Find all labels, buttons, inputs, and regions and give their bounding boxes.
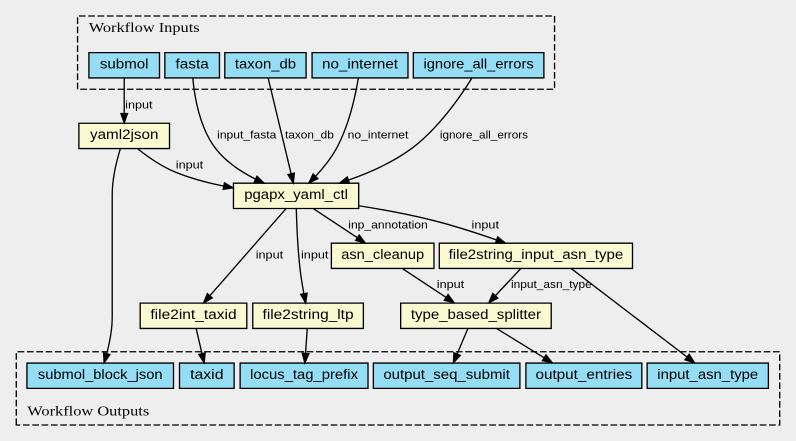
svg-text:inp_annotation: inp_annotation (348, 219, 427, 231)
svg-text:Workflow Inputs: Workflow Inputs (89, 21, 200, 36)
svg-text:yaml2json: yaml2json (90, 126, 158, 142)
svg-text:locus_tag_prefix: locus_tag_prefix (250, 366, 358, 382)
svg-text:input: input (437, 279, 465, 291)
svg-text:asn_cleanup: asn_cleanup (341, 246, 424, 262)
svg-text:output_entries: output_entries (535, 366, 632, 382)
svg-text:pgapx_yaml_ctl: pgapx_yaml_ctl (244, 186, 348, 202)
svg-text:file2int_taxid: file2int_taxid (150, 306, 236, 322)
svg-text:ignore_all_errors: ignore_all_errors (440, 129, 529, 141)
svg-text:input_asn_type: input_asn_type (657, 366, 758, 382)
svg-text:taxon_db: taxon_db (285, 129, 334, 141)
svg-text:Workflow Outputs: Workflow Outputs (27, 405, 149, 420)
svg-text:no_internet: no_internet (348, 129, 410, 141)
svg-text:taxid: taxid (190, 366, 223, 382)
svg-text:input: input (256, 249, 284, 261)
svg-text:ignore_all_errors: ignore_all_errors (423, 56, 533, 72)
svg-text:input: input (472, 219, 500, 231)
svg-text:input_fasta: input_fasta (217, 129, 277, 141)
svg-text:file2string_input_asn_type: file2string_input_asn_type (449, 246, 624, 262)
svg-text:input_asn_type: input_asn_type (511, 279, 592, 291)
svg-text:submol: submol (100, 56, 149, 72)
svg-text:file2string_ltp: file2string_ltp (263, 306, 354, 322)
svg-text:input: input (301, 249, 329, 261)
svg-text:input: input (125, 99, 153, 111)
svg-text:output_seq_submit: output_seq_submit (383, 366, 510, 382)
svg-text:type_based_splitter: type_based_splitter (411, 306, 542, 322)
svg-text:submol_block_json: submol_block_json (38, 366, 163, 382)
svg-text:taxon_db: taxon_db (235, 56, 296, 72)
svg-text:fasta: fasta (176, 56, 209, 72)
svg-text:no_internet: no_internet (322, 56, 398, 72)
svg-text:input: input (176, 159, 204, 171)
